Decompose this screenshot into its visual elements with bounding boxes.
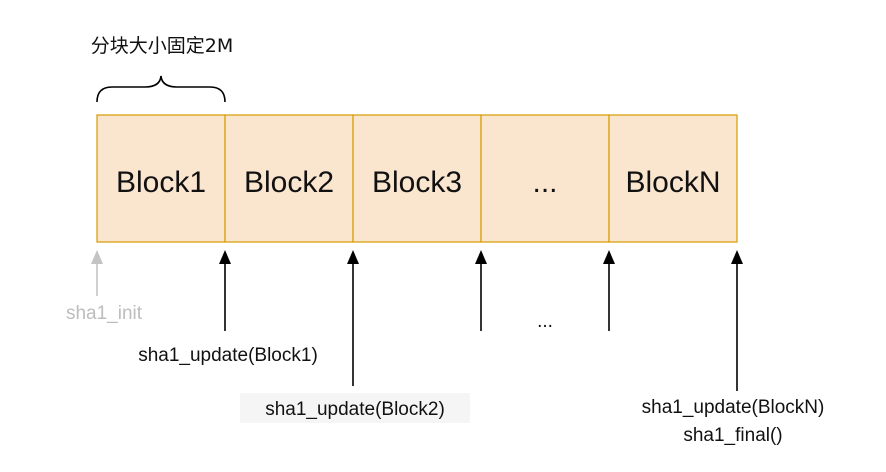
arrow-init-head [91,250,103,264]
block-3-box [352,114,482,243]
arrow-init [91,250,103,296]
block-ellipsis-box [480,114,610,243]
arrow-update-4 [603,250,615,331]
sha1-update-blockn-label: sha1_update(BlockN) [642,397,825,418]
arrow-update-n-head [731,250,743,264]
arrow-update-3-head [475,250,487,264]
block-ellipsis: ... [480,114,610,243]
sha1-update-block2-label-bg [240,393,470,423]
block-ellipsis-label: ... [532,166,557,199]
arrow-update-n [731,250,743,391]
block-n-label: BlockN [625,166,720,199]
block-n-box [608,114,738,243]
block-size-brace [96,75,226,103]
block-2: Block2 [224,114,354,243]
block-3-label: Block3 [372,166,462,199]
arrow-update-1-head [219,250,231,264]
arrow-update-2-head [347,250,359,264]
sha1-final-label: sha1_final() [683,425,782,446]
block-1: Block1 [96,114,226,243]
sha1-update-block2-label: sha1_update(Block2) [265,399,445,420]
arrow-update-2 [347,250,359,386]
sha1-init-label: sha1_init [66,303,143,324]
arrow-update-3 [475,250,487,331]
arrow-update-1 [219,250,231,331]
block-2-label: Block2 [244,166,334,199]
block-1-box [96,114,226,243]
sha1-update-block1-label: sha1_update(Block1) [138,345,318,366]
middle-ellipsis: ... [537,311,553,332]
block-size-label: 分块大小固定2M [91,35,233,57]
block-2-box [224,114,354,243]
arrow-update-4-head [603,250,615,264]
block-3: Block3 [352,114,482,243]
block-n: BlockN [608,114,738,243]
block-row: Block1 Block2 Block3 ... BlockN [96,114,738,243]
block-1-label: Block1 [116,166,206,199]
